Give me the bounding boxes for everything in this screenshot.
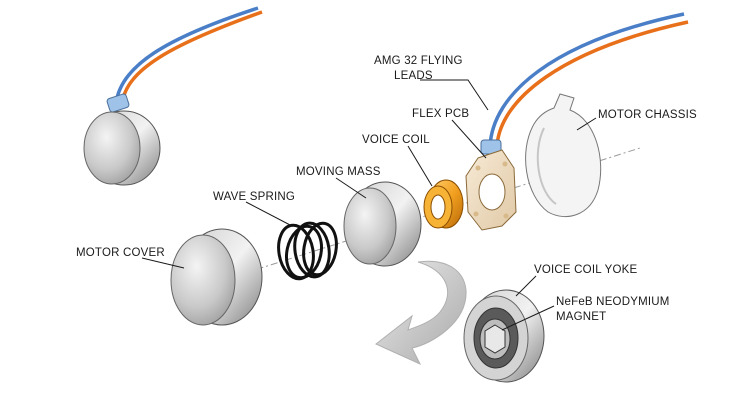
label-flex-pcb: FLEX PCB (412, 108, 469, 120)
label-motor-cover: MOTOR COVER (76, 247, 165, 259)
motor-cover (170, 228, 263, 326)
assembly-arrow (375, 260, 467, 366)
neodymium-magnet (479, 318, 511, 360)
leader-amg-leads (420, 79, 489, 111)
flex-pcb-assembly (465, 12, 689, 231)
leader-magnet (501, 305, 555, 331)
motor-chassis (525, 93, 602, 218)
label-voice-coil: VOICE COIL (362, 134, 430, 146)
moving-mass-face (343, 187, 397, 265)
label-amg-leads-line1: AMG 32 FLYING (374, 55, 463, 67)
moving-mass (343, 181, 422, 267)
leader-motor-chassis (576, 117, 597, 131)
leader-motor-cover (141, 257, 185, 269)
label-voice-coil-yoke: VOICE COIL YOKE (534, 264, 637, 276)
flex-pcb-hole (478, 173, 506, 211)
label-magnet-line2: MAGNET (556, 311, 606, 323)
voice-coil (423, 179, 464, 229)
label-moving-mass: MOVING MASS (296, 166, 381, 178)
leader-voice-coil-yoke (515, 275, 537, 297)
leader-moving-mass (335, 177, 367, 199)
assembled-motor (83, 6, 263, 186)
label-magnet-line1: NeFeB NEODYMIUM (556, 296, 670, 308)
assembled-wire-orange (120, 10, 263, 105)
label-amg-leads-line2: LEADS (394, 70, 433, 82)
leads-wire-blue (488, 12, 685, 147)
leads-wire-orange (495, 20, 689, 147)
assembled-wire-blue (114, 6, 259, 105)
assembled-motor-face (83, 111, 141, 185)
label-motor-chassis: MOTOR CHASSIS (598, 109, 697, 121)
leader-voice-coil (407, 145, 433, 187)
label-wave-spring: WAVE SPRING (213, 191, 295, 203)
assembled-wire-sleeve (106, 93, 130, 113)
leader-flex-pcb (451, 119, 487, 159)
wave-spring (277, 221, 338, 281)
leader-wave-spring (245, 201, 293, 227)
motor-cover-face (170, 234, 236, 326)
